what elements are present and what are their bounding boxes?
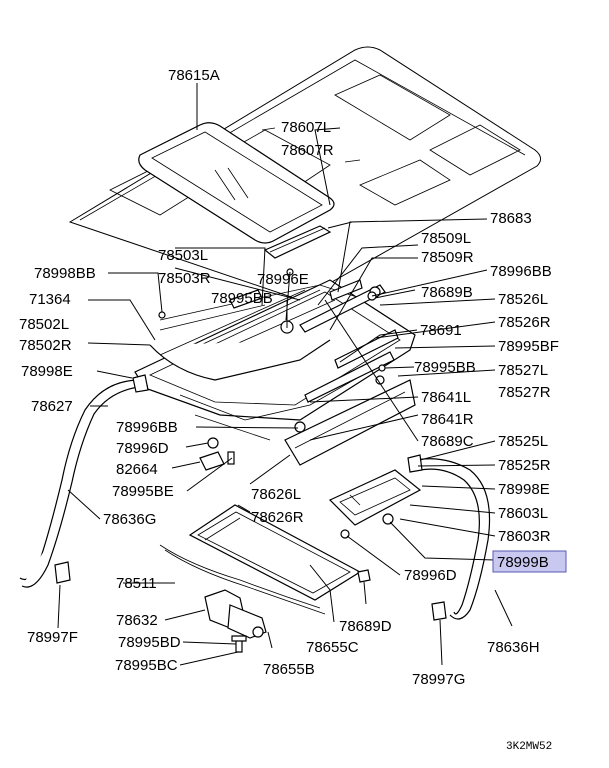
label-78996E[interactable]: 78996E bbox=[257, 271, 309, 288]
label-78526R[interactable]: 78526R bbox=[498, 314, 551, 331]
label-78998E-left[interactable]: 78998E bbox=[21, 363, 73, 380]
rear-guide-piece[interactable] bbox=[263, 225, 332, 259]
label-82664[interactable]: 82664 bbox=[116, 461, 158, 478]
label-78655B[interactable]: 78655B bbox=[263, 661, 315, 678]
label-78996D-right[interactable]: 78996D bbox=[404, 567, 457, 584]
label-78526L[interactable]: 78526L bbox=[498, 291, 548, 308]
label-78996D-left[interactable]: 78996D bbox=[116, 440, 169, 457]
label-78999B[interactable]: 78999B bbox=[497, 554, 549, 571]
front-drain-hose-left[interactable] bbox=[19, 374, 149, 588]
label-78509L[interactable]: 78509L bbox=[421, 230, 471, 247]
label-78511[interactable]: 78511 bbox=[116, 575, 157, 592]
rear-bracket-assembly[interactable] bbox=[328, 469, 422, 526]
leader-lines bbox=[57, 83, 513, 666]
label-78636G[interactable]: 78636G bbox=[103, 511, 156, 528]
highlighted-part-box bbox=[492, 550, 567, 573]
label-78689D[interactable]: 78689D bbox=[339, 618, 392, 635]
label-78527L[interactable]: 78527L bbox=[498, 362, 548, 379]
label-78997G[interactable]: 78997G bbox=[412, 671, 465, 688]
label-78691[interactable]: 78691 bbox=[420, 322, 462, 339]
footer-code: 3K2MW52 bbox=[506, 741, 552, 753]
label-78641L[interactable]: 78641L bbox=[421, 389, 471, 406]
sunroof-glass-panel[interactable] bbox=[138, 122, 335, 244]
label-78995BC[interactable]: 78995BC bbox=[115, 657, 178, 674]
label-78603R[interactable]: 78603R bbox=[498, 528, 551, 545]
retainer-clip-left[interactable] bbox=[207, 437, 219, 449]
label-71364[interactable]: 71364 bbox=[29, 291, 71, 308]
part-number-labels: 78615A 78607L 78607R 78683 78509L 78509R… bbox=[19, 67, 559, 753]
label-78502R[interactable]: 78502R bbox=[19, 337, 72, 354]
label-78632[interactable]: 78632 bbox=[116, 612, 158, 629]
label-78615A[interactable]: 78615A bbox=[168, 67, 220, 84]
label-78641R[interactable]: 78641R bbox=[421, 411, 474, 428]
control-module[interactable] bbox=[199, 451, 235, 471]
label-78996BB-top[interactable]: 78996BB bbox=[490, 263, 552, 280]
label-78525R[interactable]: 78525R bbox=[498, 457, 551, 474]
label-78995BE[interactable]: 78995BE bbox=[112, 483, 174, 500]
label-78996BB-mid[interactable]: 78996BB bbox=[116, 419, 178, 436]
label-78502L[interactable]: 78502L bbox=[19, 316, 69, 333]
label-78689B[interactable]: 78689B bbox=[421, 284, 473, 301]
label-78627[interactable]: 78627 bbox=[31, 398, 73, 415]
label-78527R[interactable]: 78527R bbox=[498, 384, 551, 401]
end-cap-piece[interactable] bbox=[357, 569, 371, 583]
label-78525L[interactable]: 78525L bbox=[498, 433, 548, 450]
label-78995BB-top[interactable]: 78995BB bbox=[211, 290, 273, 307]
label-78503L[interactable]: 78503L bbox=[158, 247, 208, 264]
label-78995BD[interactable]: 78995BD bbox=[118, 634, 181, 651]
label-78689C[interactable]: 78689C bbox=[421, 433, 474, 450]
label-78503R[interactable]: 78503R bbox=[158, 270, 211, 287]
label-78997F[interactable]: 78997F bbox=[27, 629, 78, 646]
sunroof-frame-assembly[interactable] bbox=[134, 279, 416, 539]
label-78998E-right[interactable]: 78998E bbox=[498, 481, 550, 498]
label-78509R[interactable]: 78509R bbox=[421, 249, 474, 266]
sunroof-motor[interactable] bbox=[204, 589, 267, 639]
label-78995BF[interactable]: 78995BF bbox=[498, 338, 559, 355]
drain-grommet-right[interactable] bbox=[431, 601, 447, 621]
drain-grommet-left[interactable] bbox=[54, 561, 71, 584]
label-78995BB-mid[interactable]: 78995BB bbox=[414, 359, 476, 376]
rear-drain-hose-right[interactable] bbox=[407, 454, 491, 620]
label-78607R[interactable]: 78607R bbox=[281, 142, 334, 159]
label-78603L[interactable]: 78603L bbox=[498, 505, 548, 522]
label-78683[interactable]: 78683 bbox=[490, 210, 532, 227]
label-78626R[interactable]: 78626R bbox=[251, 509, 304, 526]
drive-cable[interactable] bbox=[159, 544, 326, 615]
label-78626L[interactable]: 78626L bbox=[251, 486, 301, 503]
motor-bolts[interactable] bbox=[231, 635, 247, 653]
label-78655C[interactable]: 78655C bbox=[306, 639, 359, 656]
label-78636H[interactable]: 78636H bbox=[487, 639, 540, 656]
label-78607L[interactable]: 78607L bbox=[281, 119, 331, 136]
label-78998BB[interactable]: 78998BB bbox=[34, 265, 96, 282]
